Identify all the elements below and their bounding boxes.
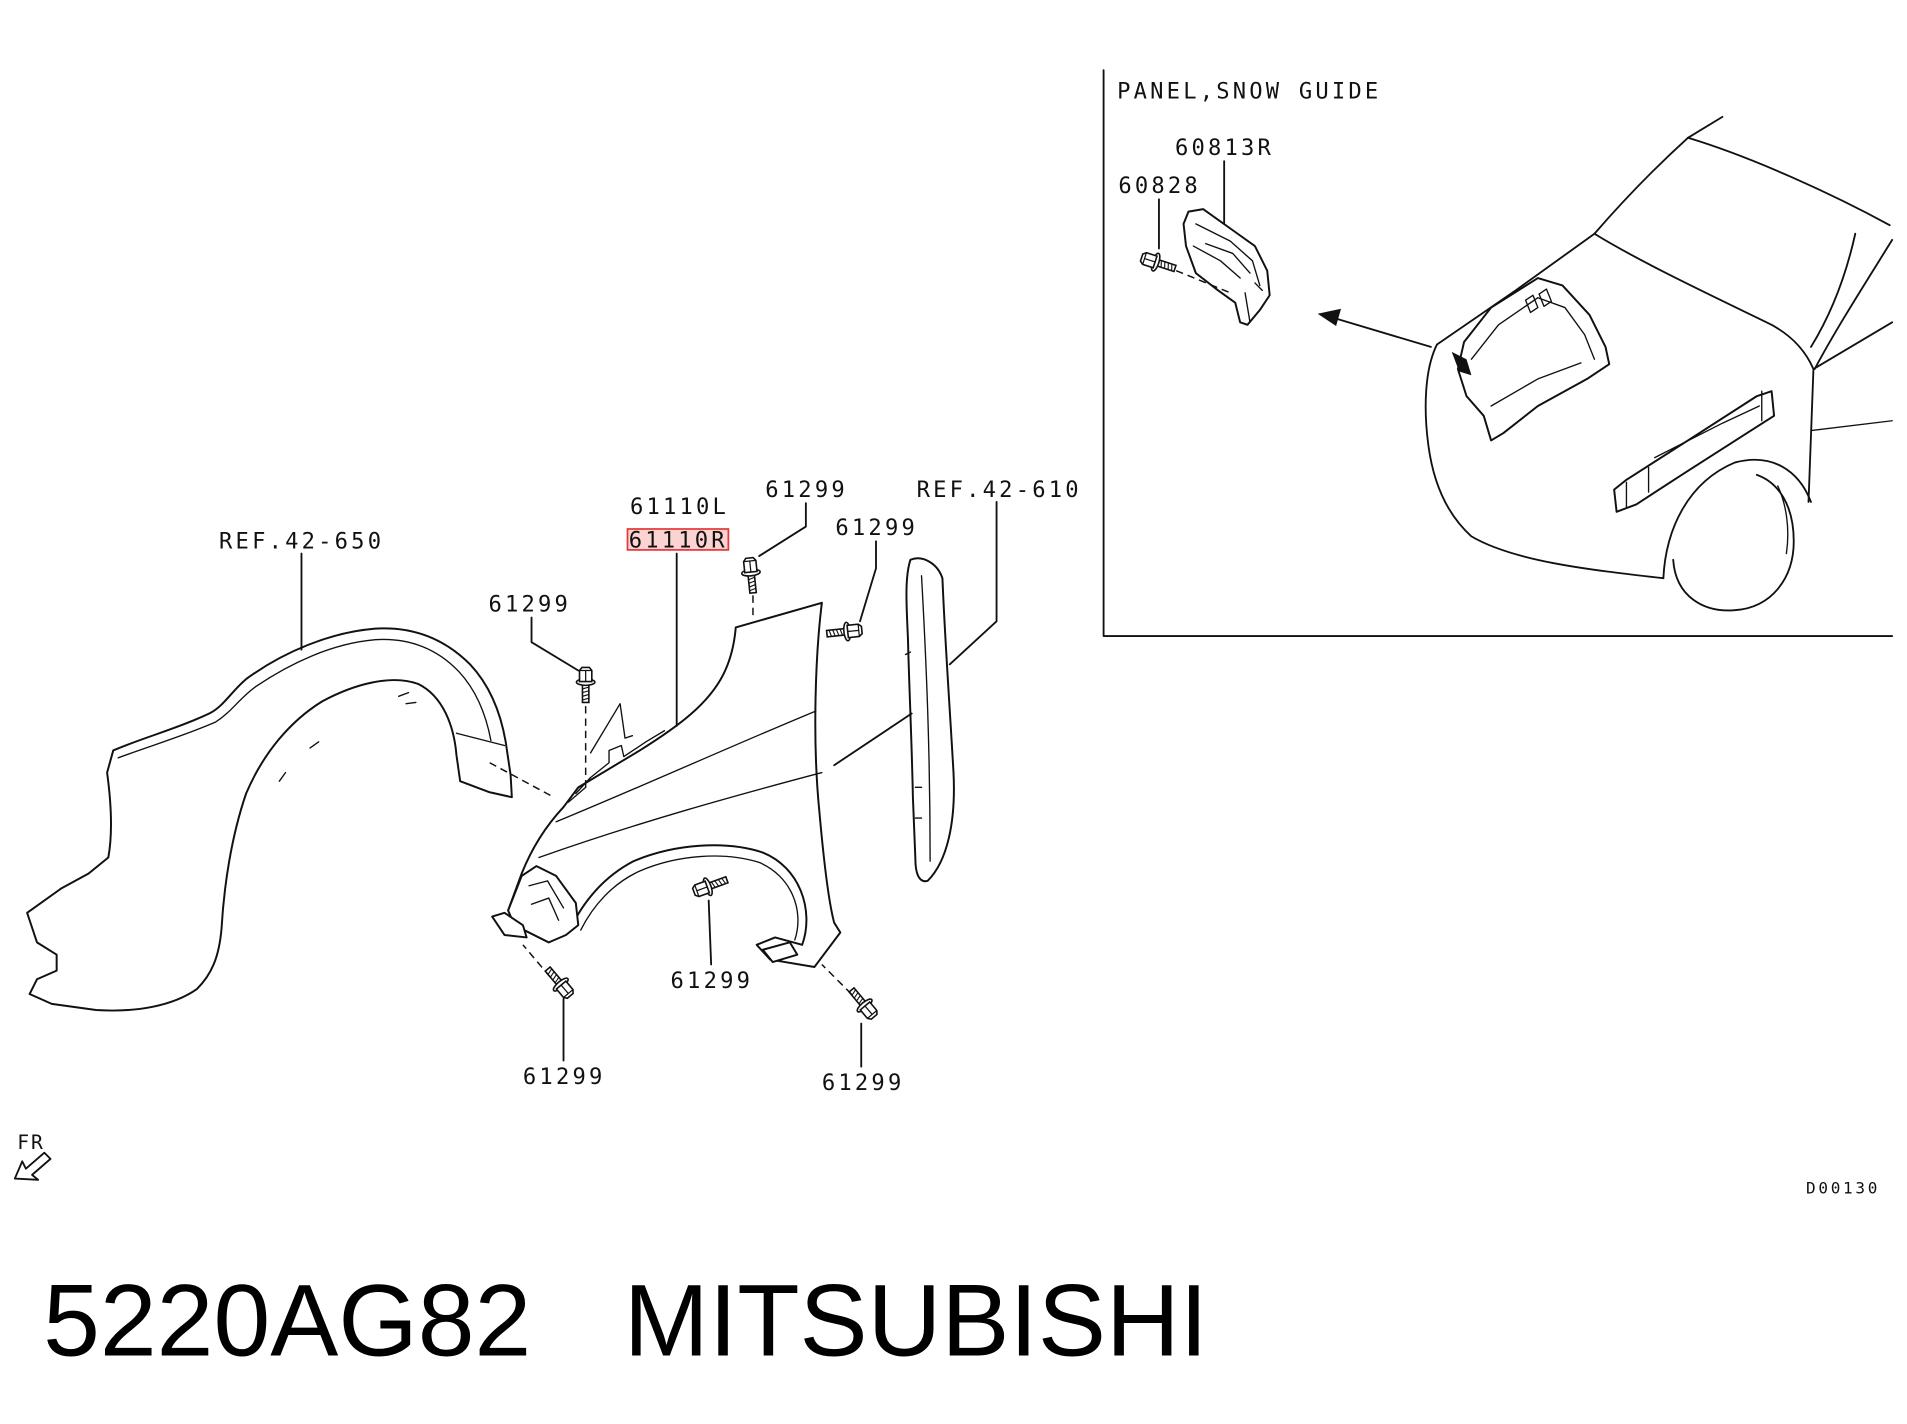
front-direction-indicator: FR	[13, 1131, 52, 1181]
inset-frame	[1102, 69, 1894, 637]
detail-arrow-head	[1317, 308, 1342, 327]
assembly-line-rear-lower-bolt	[821, 963, 852, 995]
footer-brand: MITSUBISHI	[624, 1264, 1208, 1378]
fender-wheel-arch-lip	[580, 855, 799, 941]
snow-guide-location-marker	[1451, 351, 1472, 376]
label-bolt-front-lower: 61299	[523, 1064, 606, 1090]
vehicle-wheel-arch	[1662, 458, 1812, 580]
fender-bracket-outline	[1613, 390, 1776, 513]
fender-bracket	[1613, 390, 1776, 513]
direction-arrow-icon	[13, 1151, 52, 1181]
vehicle-a-pillar-right	[1810, 232, 1857, 348]
assembly-line-front-lower-bolt	[522, 944, 551, 978]
vehicle-hood-front-edge	[1436, 232, 1596, 346]
inner-fender-liner-outline	[26, 627, 513, 1012]
leader-line-bolt-right	[859, 540, 877, 623]
inner-fender-liner	[26, 627, 513, 1012]
vehicle-cowl-line	[1593, 232, 1815, 370]
bolt-61299-upper-left	[575, 666, 596, 704]
front-fender-panel	[491, 601, 842, 968]
label-bolt-upper-left: 61299	[488, 591, 571, 617]
bolt-61299-front-lower	[539, 962, 579, 1003]
fender-seal-inner-line	[920, 575, 931, 862]
fender-hood-flange	[567, 730, 666, 803]
vehicle-fender-rear-edge	[1807, 368, 1815, 503]
vehicle-body-side	[1813, 238, 1894, 370]
label-fender-rh: 61110R	[629, 527, 728, 553]
label-bolt-top: 61299	[765, 477, 848, 503]
label-bolt-right: 61299	[835, 515, 918, 541]
fender-character-line-upper	[555, 710, 817, 823]
highlight-box-fender-rh	[626, 528, 730, 551]
inner-fender-apron	[1451, 277, 1611, 442]
fender-bracket-detail	[1625, 390, 1763, 508]
leader-line-bolt-top	[758, 502, 807, 557]
assembly-line-seal-to-fender	[833, 712, 913, 767]
fender-headlight-bracket-detail	[528, 880, 565, 921]
vehicle-side-line	[1810, 420, 1893, 432]
fender-rear-lower-tab	[761, 941, 799, 964]
inner-fender-liner-flap-edge	[455, 732, 506, 747]
label-bolt-rear-lower: 61299	[822, 1070, 905, 1096]
inner-fender-liner-slots	[278, 691, 417, 782]
leader-line-bolt-upper-left	[530, 616, 580, 672]
bolt-60828	[1137, 248, 1179, 278]
bolt-61299-top	[739, 556, 764, 595]
leader-line-bolt-wheel-arch	[707, 899, 713, 966]
vehicle-wheel	[1672, 473, 1795, 612]
inner-fender-apron-detail	[1470, 297, 1596, 407]
vehicle-beltline	[1812, 321, 1894, 370]
label-bolt-wheel-arch: 61299	[671, 968, 754, 994]
fender-seal	[904, 557, 955, 883]
fender-character-line-lower	[538, 771, 823, 859]
fender-seal-outline	[905, 557, 955, 883]
fender-outline	[507, 601, 842, 968]
footer-part-number: 5220AG82	[43, 1264, 531, 1378]
fender-front-lower-tab	[491, 911, 528, 939]
vehicle-windshield-left	[1593, 115, 1724, 235]
snow-guide-inset: PANEL,SNOW GUIDE 60813R 60828	[1102, 69, 1894, 637]
label-inner-liner-ref: REF.42-650	[219, 529, 384, 555]
fender-upper-bracket	[589, 703, 634, 754]
vehicle-wheel-sidewall	[1777, 485, 1789, 555]
detail-arrow-shaft	[1335, 317, 1432, 348]
bolt-61299-right	[825, 620, 864, 644]
inset-title: PANEL,SNOW GUIDE	[1117, 78, 1381, 104]
label-seal-ref: REF.42-610	[917, 477, 1082, 503]
drawing-code: D00130	[1806, 1178, 1880, 1197]
leader-line-seal-ref	[948, 501, 998, 666]
vehicle-roof-front	[1687, 136, 1891, 227]
highlight-fill-fender-rh	[627, 529, 729, 550]
vehicle-front-view	[1424, 115, 1894, 612]
snow-guide-panel	[1182, 208, 1271, 326]
snow-guide-panel-detail	[1192, 223, 1263, 323]
direction-label: FR	[17, 1131, 44, 1154]
bolt-61299-wheel-arch	[689, 870, 731, 902]
bolt-61299-rear-lower	[843, 983, 882, 1024]
assembly-line-snow-guide-bolt	[1175, 269, 1231, 294]
label-fender-lh: 61110L	[630, 494, 729, 520]
label-snow-guide-bolt: 60828	[1118, 173, 1201, 199]
inner-fender-apron-outline	[1456, 277, 1611, 442]
vehicle-front-face	[1424, 343, 1665, 580]
fender-seal-ticks	[904, 651, 923, 819]
inner-fender-apron-holes	[1524, 288, 1553, 314]
label-snow-guide-part: 60813R	[1175, 135, 1274, 161]
inner-fender-liner-rim	[117, 638, 492, 759]
